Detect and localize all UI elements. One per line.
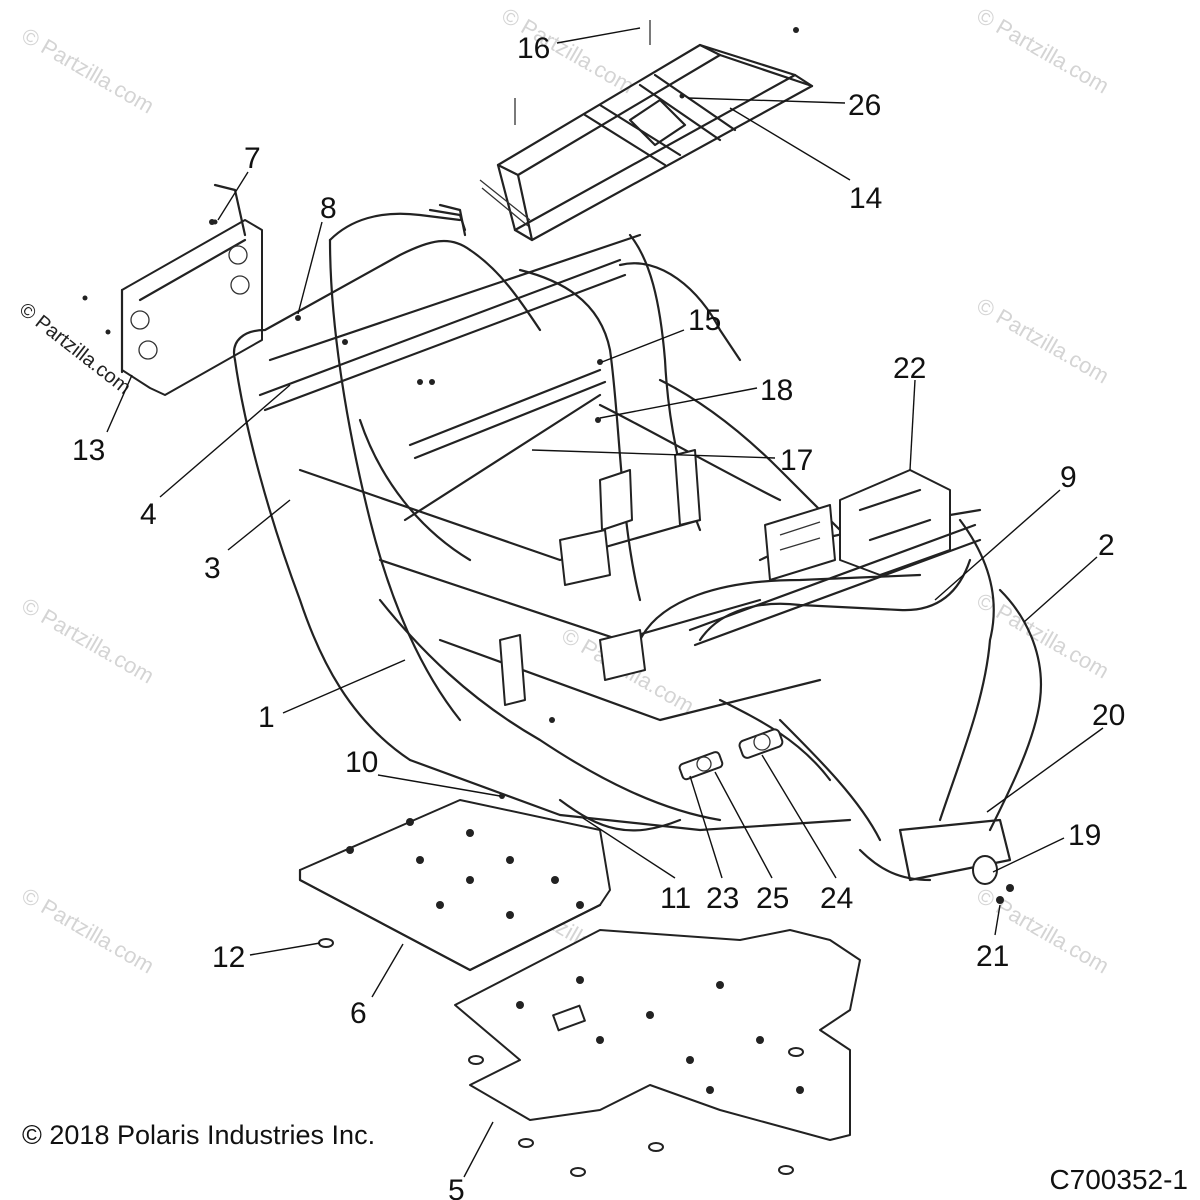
upper-rack-part-14 (479, 20, 814, 242)
callout-20: 20 (1092, 699, 1125, 732)
svg-text:© Partzilla.com: © Partzilla.com (973, 293, 1114, 389)
callout-14: 14 (849, 182, 882, 215)
svg-text:© Partzilla.com: © Partzilla.com (18, 883, 159, 979)
callout-21: 21 (976, 940, 1009, 973)
callout-22: 22 (893, 352, 926, 385)
rear-bracket-part-13 (82, 219, 263, 396)
callout-24: 24 (820, 882, 853, 915)
skid-plate-part-5 (454, 929, 861, 1141)
callout-9: 9 (1060, 461, 1077, 494)
callout-16: 16 (517, 32, 550, 65)
callout-8: 8 (320, 192, 337, 225)
copyright-notice: © 2018 Polaris Industries Inc. (22, 1120, 376, 1150)
callout-2: 2 (1098, 529, 1115, 562)
callout-12: 12 (212, 941, 245, 974)
side-watermark: © Partzilla.com (15, 299, 135, 399)
callout-10: 10 (345, 746, 378, 779)
callout-19: 19 (1068, 819, 1101, 852)
callout-4: 4 (140, 498, 157, 531)
cross-tube-part-9 (688, 523, 982, 647)
callout-13: 13 (72, 434, 105, 467)
callout-1: 1 (258, 701, 275, 734)
callout-25: 25 (756, 882, 789, 915)
callout-labels: 1 2 3 4 5 6 7 8 9 10 11 12 13 14 15 16 1… (72, 32, 1125, 1200)
callout-23: 23 (706, 882, 739, 915)
callout-5: 5 (448, 1174, 465, 1200)
callout-18: 18 (760, 374, 793, 407)
svg-text:© Partzilla.com: © Partzilla.com (18, 593, 159, 689)
callout-26: 26 (848, 89, 881, 122)
leader-lines (106, 27, 1104, 1178)
callout-15: 15 (688, 304, 721, 337)
fasteners-23-24-25 (678, 728, 784, 781)
skid-plate-part-6 (298, 799, 611, 972)
callout-17: 17 (780, 444, 813, 477)
callout-3: 3 (204, 552, 221, 585)
callout-11: 11 (660, 882, 691, 915)
svg-text:© Partzilla.com: © Partzilla.com (973, 3, 1114, 99)
main-frame-part-1 (209, 183, 1042, 882)
svg-text:© Partzilla.com: © Partzilla.com (18, 23, 159, 119)
callout-7: 7 (244, 142, 261, 175)
figure-id: C700352-1 (1049, 1164, 1188, 1195)
callout-6: 6 (350, 997, 367, 1030)
plate-fasteners (318, 938, 804, 1177)
